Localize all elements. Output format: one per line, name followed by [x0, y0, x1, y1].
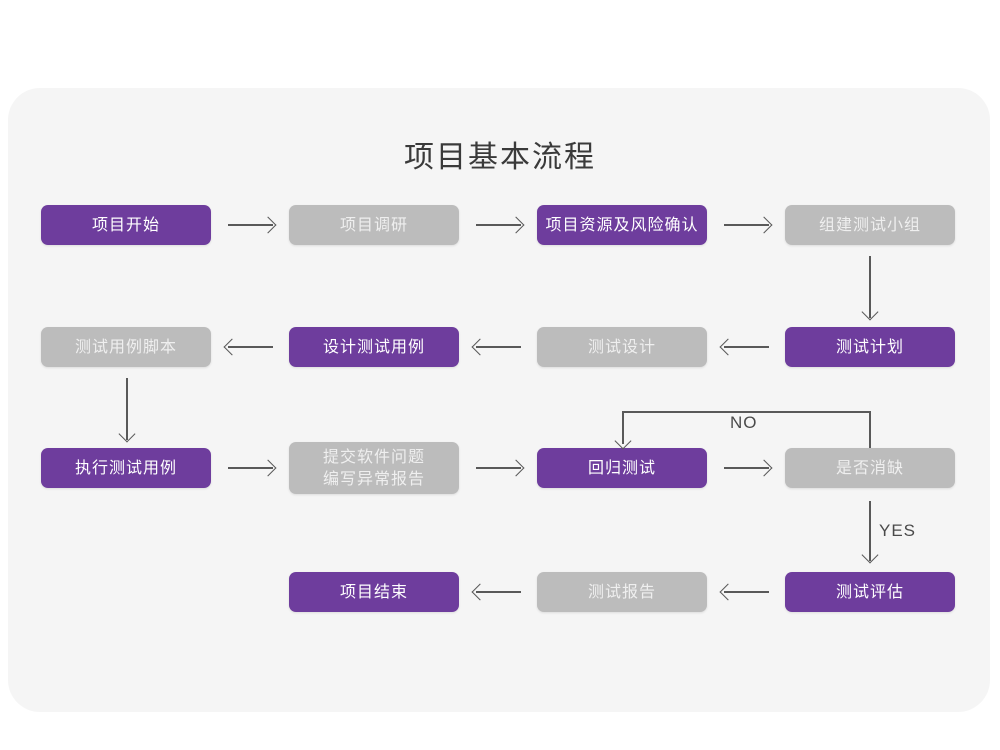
node-resource-risk-confirm[interactable]: 项目资源及风险确认 [537, 205, 707, 245]
node-defect-cleared[interactable]: 是否消缺 [785, 448, 955, 488]
node-regression-test[interactable]: 回归测试 [537, 448, 707, 488]
arrow-start-to-research-line [228, 224, 273, 226]
node-test-case-script[interactable]: 测试用例脚本 [41, 327, 211, 367]
no-loop-right-riser [869, 411, 871, 448]
arrow-regression-to-defect-line [724, 467, 769, 469]
arrow-submit-to-regression-line [476, 467, 521, 469]
node-project-research[interactable]: 项目调研 [289, 205, 459, 245]
node-project-start[interactable]: 项目开始 [41, 205, 211, 245]
node-test-evaluation[interactable]: 测试评估 [785, 572, 955, 612]
arrow-risk-to-team-line [724, 224, 769, 226]
no-loop-left-descender [622, 411, 624, 444]
node-execute-test-cases[interactable]: 执行测试用例 [41, 448, 211, 488]
page-title: 项目基本流程 [404, 140, 596, 175]
arrow-plan-to-testdesign-line [724, 346, 769, 348]
node-test-design[interactable]: 测试设计 [537, 327, 707, 367]
no-loop-top-connector [622, 411, 871, 413]
arrow-team-to-plan-line [869, 256, 871, 318]
arrow-research-to-risk-line [476, 224, 521, 226]
arrow-testdesign-to-design-line [476, 346, 521, 348]
edge-label-yes: YES [879, 521, 917, 540]
arrow-script-to-execute-line [126, 378, 128, 440]
arrow-execute-to-submit-line [228, 467, 273, 469]
node-project-end[interactable]: 项目结束 [289, 572, 459, 612]
arrow-report-to-end-line [476, 591, 521, 593]
node-test-report[interactable]: 测试报告 [537, 572, 707, 612]
content-card [8, 88, 990, 712]
node-design-test-cases[interactable]: 设计测试用例 [289, 327, 459, 367]
node-form-test-team[interactable]: 组建测试小组 [785, 205, 955, 245]
yes-arrow-line [869, 501, 871, 561]
node-submit-bug-report[interactable]: 提交软件问题 编写异常报告 [289, 442, 459, 494]
arrow-evaluation-to-report-line [724, 591, 769, 593]
arrow-design-to-script-line [228, 346, 273, 348]
edge-label-no: NO [730, 413, 758, 432]
node-test-plan[interactable]: 测试计划 [785, 327, 955, 367]
